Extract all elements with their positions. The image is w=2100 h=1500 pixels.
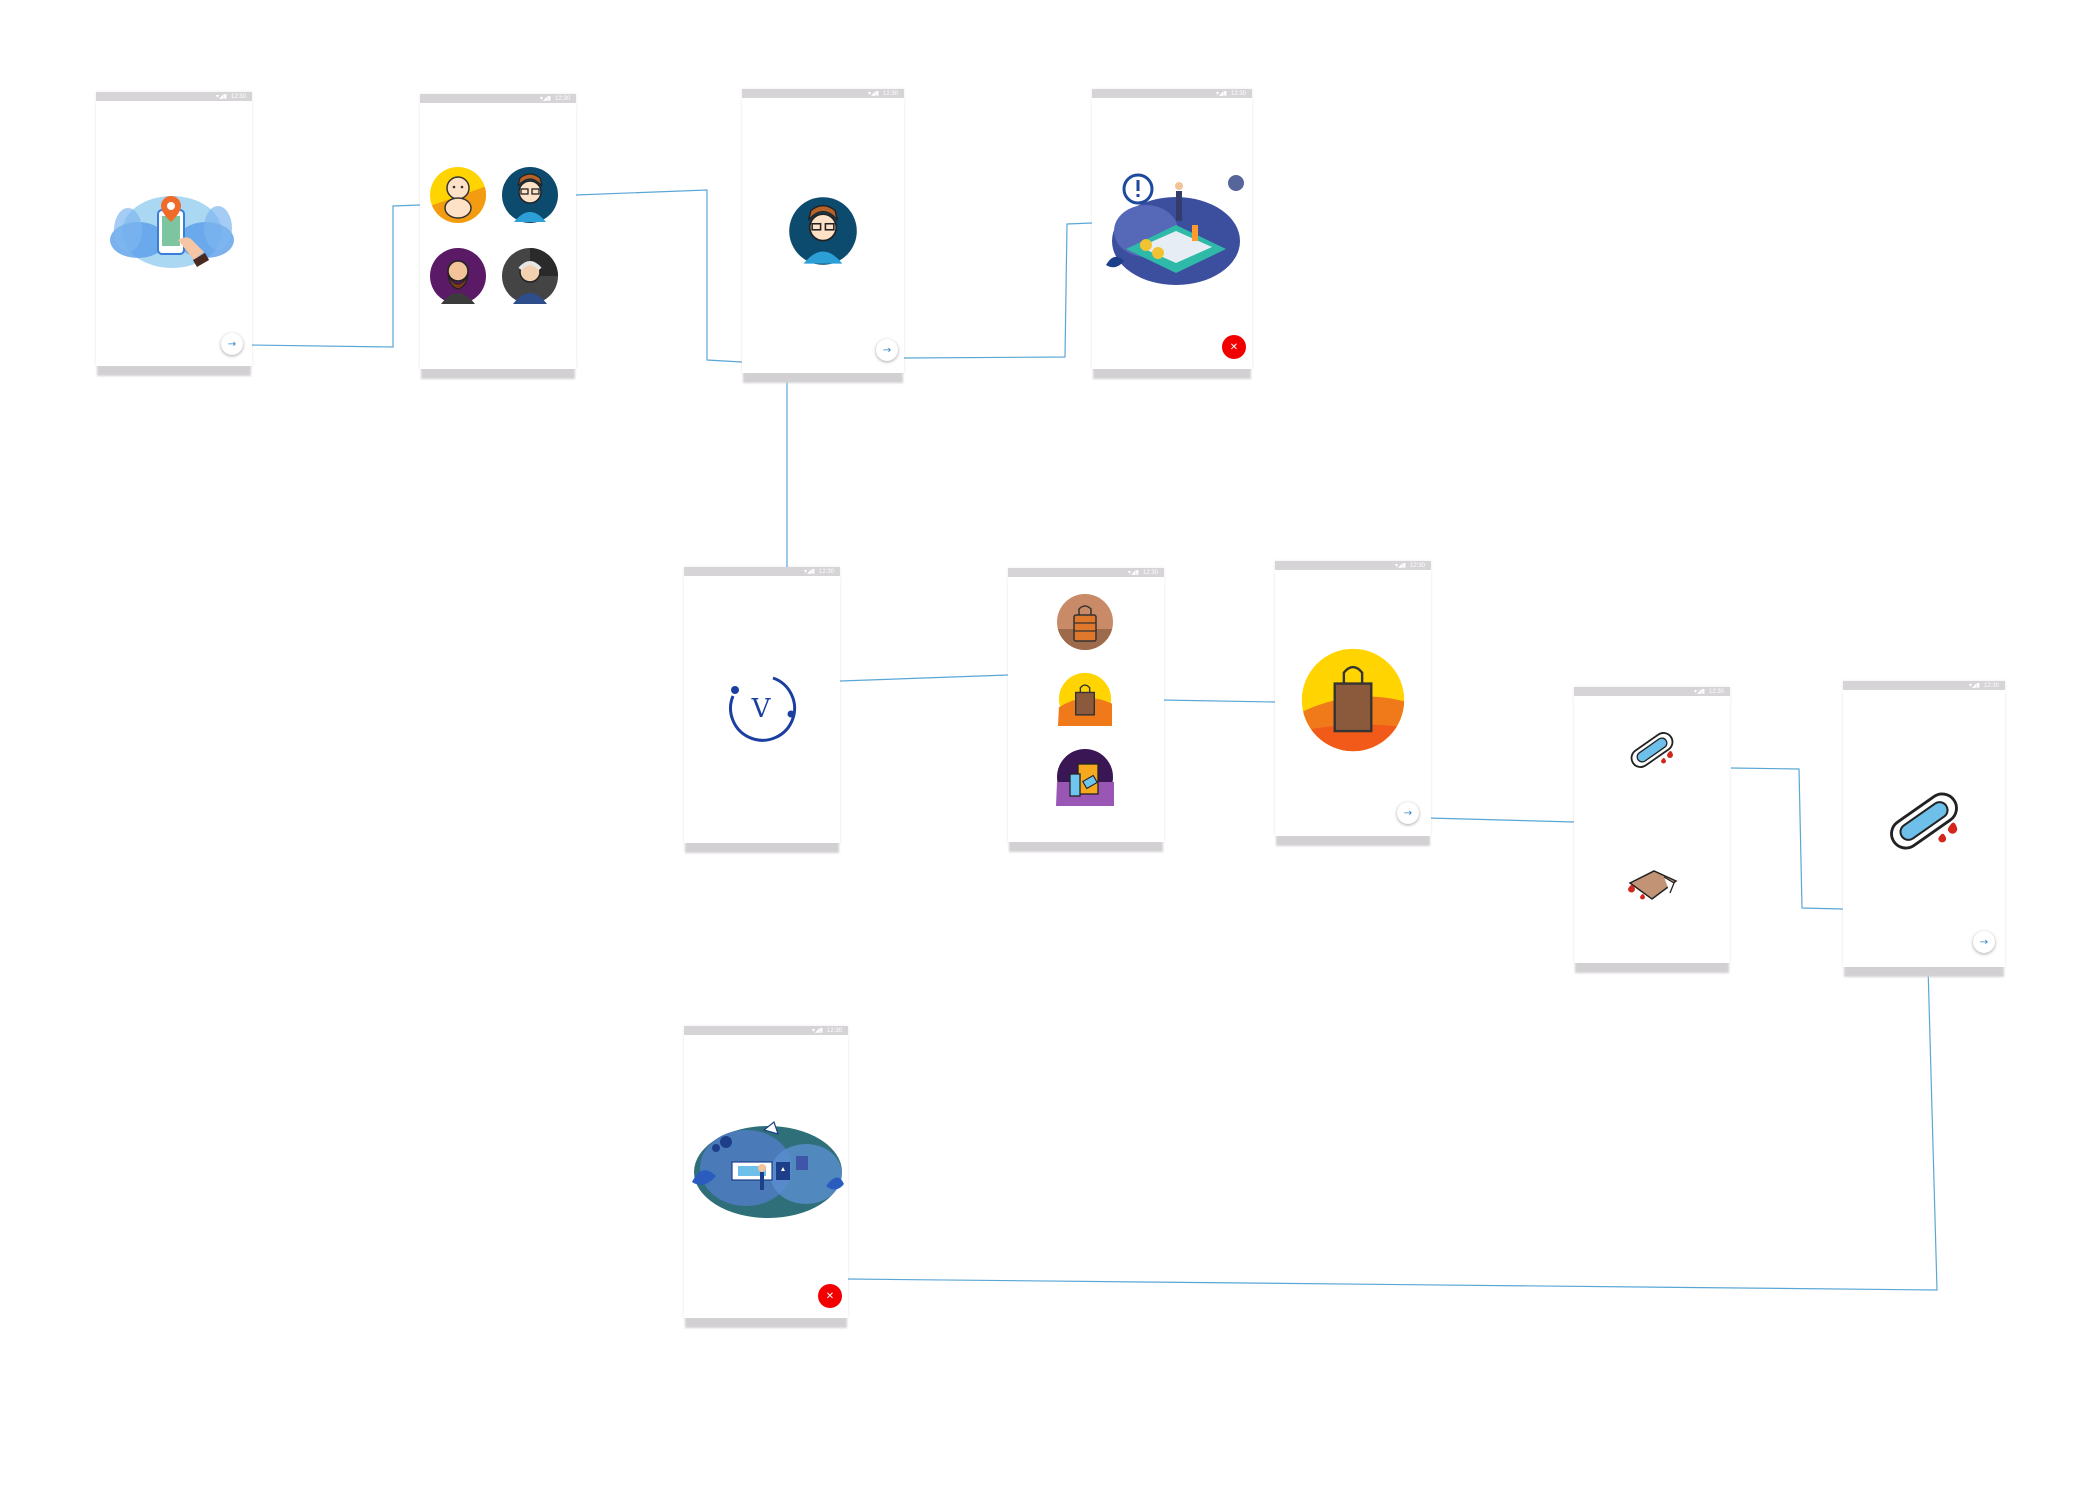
sanitary-pad-icon bbox=[1890, 792, 1958, 850]
map-pin-hand-illustration bbox=[110, 196, 234, 268]
grandpa-avatar-icon[interactable] bbox=[501, 247, 559, 305]
close-button[interactable]: ✕ bbox=[1222, 335, 1246, 359]
status-time: 12:30 bbox=[1409, 562, 1425, 569]
close-icon: ✕ bbox=[825, 1290, 835, 1302]
status-time: 12:30 bbox=[1708, 688, 1724, 695]
status-bar: ▾◢▮12:30 bbox=[684, 567, 840, 576]
screen-alert-isometric[interactable]: ▾◢▮12:30 ✕ bbox=[1092, 89, 1252, 369]
signal-icon: ▾◢▮ bbox=[1969, 681, 1980, 689]
signal-icon: ▾◢▮ bbox=[1216, 89, 1227, 97]
status-bar: ▾◢▮12:30 bbox=[1275, 561, 1431, 570]
boy-glasses-avatar-icon[interactable] bbox=[501, 166, 559, 224]
connector-9-10 bbox=[847, 965, 1938, 1291]
signal-icon: ▾◢▮ bbox=[216, 92, 227, 100]
baby-avatar-icon[interactable] bbox=[429, 166, 487, 224]
signal-icon: ▾◢▮ bbox=[812, 1026, 823, 1034]
next-button[interactable]: → bbox=[1973, 931, 1995, 953]
status-bar: ▾◢▮12:30 bbox=[1574, 687, 1730, 696]
arrow-right-icon: → bbox=[1403, 807, 1413, 819]
connector-7-8 bbox=[1427, 817, 1575, 823]
screen-avatar-picker[interactable]: ▾◢▮12:30 bbox=[420, 94, 576, 369]
status-time: 12:30 bbox=[1230, 90, 1246, 97]
isometric-alert-illustration bbox=[1106, 173, 1244, 285]
arrow-right-icon: → bbox=[882, 344, 892, 356]
signal-icon: ▾◢▮ bbox=[804, 567, 815, 575]
status-bar: ▾◢▮12:30 bbox=[420, 94, 576, 103]
shopping-bag-small-icon[interactable] bbox=[1058, 672, 1112, 726]
status-bar: ▾◢▮12:30 bbox=[742, 89, 904, 98]
status-bar: ▾◢▮12:30 bbox=[684, 1026, 848, 1035]
status-bar: ▾◢▮12:30 bbox=[96, 92, 252, 101]
status-time: 12:30 bbox=[826, 1027, 842, 1034]
status-time: 12:30 bbox=[818, 568, 834, 575]
connector-5-6 bbox=[839, 674, 1009, 682]
shopping-bag-icon bbox=[1301, 648, 1405, 752]
connector-2-3 bbox=[575, 189, 743, 363]
groceries-icon[interactable] bbox=[1056, 748, 1114, 806]
close-button[interactable]: ✕ bbox=[818, 1284, 842, 1308]
screen-selected-avatar[interactable]: ▾◢▮12:30 → bbox=[742, 89, 904, 373]
signal-icon: ▾◢▮ bbox=[1395, 561, 1406, 569]
connector-1-2 bbox=[248, 204, 421, 348]
boy-glasses-avatar-icon bbox=[789, 197, 857, 265]
status-time: 12:30 bbox=[554, 95, 570, 102]
celebration-illustration bbox=[692, 1120, 844, 1218]
signal-icon: ▾◢▮ bbox=[1128, 568, 1139, 576]
status-time: 12:30 bbox=[882, 90, 898, 97]
next-button[interactable]: → bbox=[221, 333, 243, 355]
screen-location-onboarding[interactable]: ▾◢▮12:30 → bbox=[96, 92, 252, 366]
next-button[interactable]: → bbox=[1397, 802, 1419, 824]
screen-celebration[interactable]: ▾◢▮12:30 ✕ bbox=[684, 1026, 848, 1318]
close-icon: ✕ bbox=[1229, 341, 1239, 353]
logo-letter: V bbox=[751, 694, 772, 724]
connector-6-7 bbox=[1161, 699, 1276, 703]
status-time: 12:30 bbox=[1142, 569, 1158, 576]
connector-8-9 bbox=[1730, 767, 1844, 910]
signal-icon: ▾◢▮ bbox=[868, 89, 879, 97]
woven-basket-icon[interactable] bbox=[1056, 593, 1114, 651]
signal-icon: ▾◢▮ bbox=[1694, 687, 1705, 695]
connector-3-4 bbox=[903, 222, 1093, 359]
status-bar: ▾◢▮12:30 bbox=[1092, 89, 1252, 98]
arrow-right-icon: → bbox=[1979, 936, 1989, 948]
screen-sanitary-pad[interactable]: ▾◢▮12:30 → bbox=[1843, 681, 2005, 967]
cloth-pad-icon[interactable] bbox=[1620, 863, 1682, 909]
status-bar: ▾◢▮12:30 bbox=[1008, 568, 1164, 577]
screen-hygiene-picker[interactable]: ▾◢▮12:30 bbox=[1574, 687, 1730, 963]
status-bar: ▾◢▮12:30 bbox=[1843, 681, 2005, 690]
sanitary-pad-small-icon[interactable] bbox=[1623, 725, 1681, 775]
circular-v-logo: V bbox=[729, 676, 796, 742]
screen-logo-splash[interactable]: ▾◢▮12:30 V bbox=[684, 567, 840, 843]
arrow-right-icon: → bbox=[227, 338, 237, 350]
status-time: 12:30 bbox=[230, 93, 246, 100]
screen-category-picker[interactable]: ▾◢▮12:30 bbox=[1008, 568, 1164, 842]
bearded-man-avatar-icon[interactable] bbox=[429, 247, 487, 305]
signal-icon: ▾◢▮ bbox=[540, 94, 551, 102]
next-button[interactable]: → bbox=[876, 339, 898, 361]
status-time: 12:30 bbox=[1983, 682, 1999, 689]
screen-shopping-bag[interactable]: ▾◢▮12:30 → bbox=[1275, 561, 1431, 836]
